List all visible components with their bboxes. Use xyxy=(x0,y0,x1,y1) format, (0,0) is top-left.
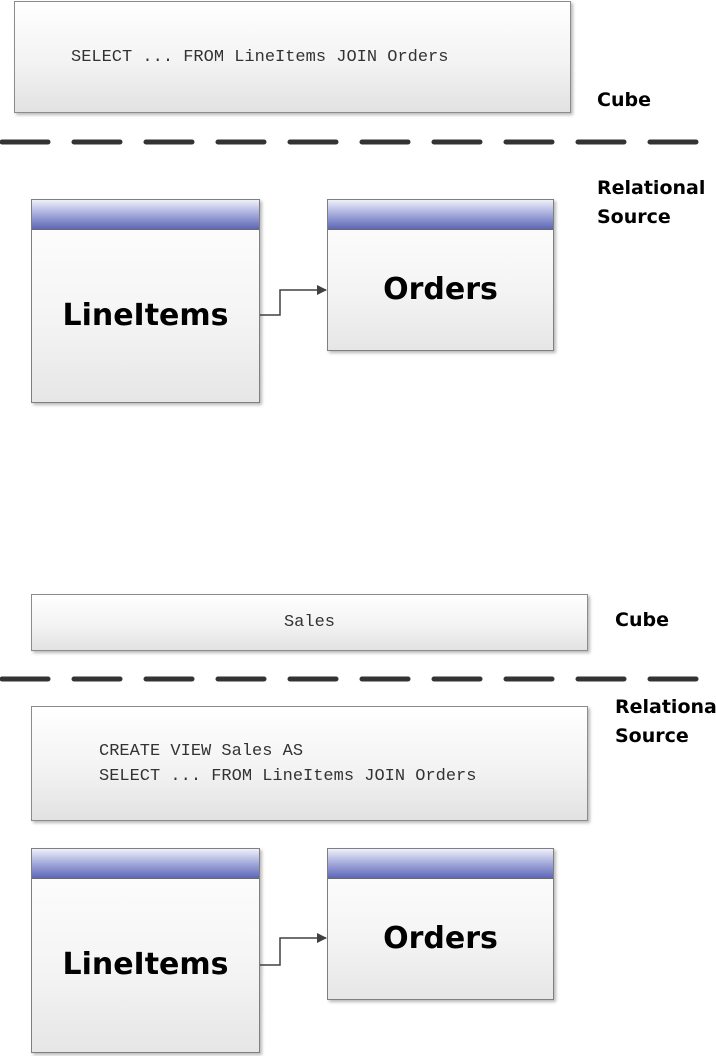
table-header xyxy=(328,200,553,230)
orders-table-top: Orders xyxy=(327,199,554,351)
cube-label-top: Cube xyxy=(597,89,651,111)
table-name: LineItems xyxy=(62,298,229,333)
query-text: SELECT ... FROM LineItems JOIN Orders xyxy=(71,48,449,67)
query-box: SELECT ... FROM LineItems JOIN Orders xyxy=(14,1,571,113)
view-line-2: SELECT ... FROM LineItems JOIN Orders xyxy=(99,767,477,786)
sales-text: Sales xyxy=(283,613,335,632)
table-name: Orders xyxy=(383,272,498,307)
table-header xyxy=(328,849,553,879)
relational-source-label-bottom: Relational Source xyxy=(615,693,716,751)
view-line-1: CREATE VIEW Sales AS xyxy=(99,742,304,761)
relational-label-line1: Relational xyxy=(615,696,716,718)
table-header xyxy=(32,849,259,879)
relational-label-line2: Source xyxy=(597,206,671,228)
table-name: Orders xyxy=(383,921,498,956)
lineitems-table-bottom: LineItems xyxy=(31,848,260,1053)
relational-label-line2: Source xyxy=(615,725,689,747)
lineitems-table-top: LineItems xyxy=(31,199,260,403)
cube-label-bottom: Cube xyxy=(615,609,669,631)
table-header xyxy=(32,200,259,230)
relational-label-line1: Relational xyxy=(597,177,706,199)
join-arrow-bottom xyxy=(260,933,327,966)
view-definition-box: CREATE VIEW Sales AS SELECT ... FROM Lin… xyxy=(31,706,588,821)
orders-table-bottom: Orders xyxy=(327,848,554,1000)
relational-source-label-top: Relational Source xyxy=(597,174,705,232)
table-name: LineItems xyxy=(62,947,229,982)
join-arrow-top xyxy=(260,285,327,316)
sales-box: Sales xyxy=(31,594,588,651)
